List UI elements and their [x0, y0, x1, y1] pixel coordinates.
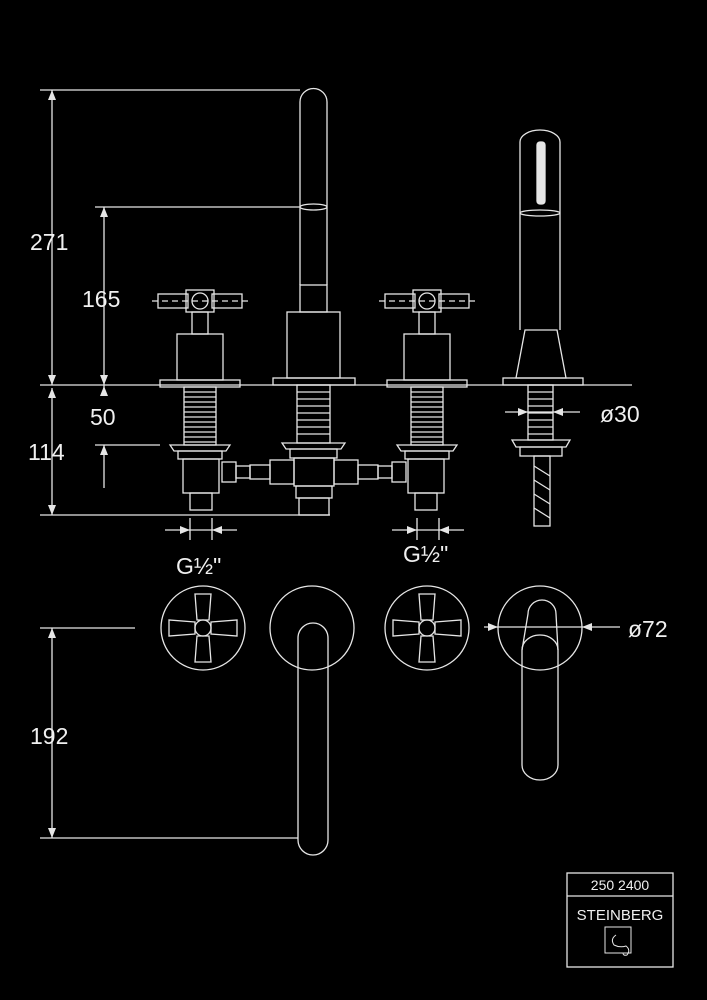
- dim-label-thread-right: G½": [403, 541, 448, 567]
- dimension-192: [40, 627, 298, 839]
- hand-shower-side-view: [502, 129, 584, 527]
- brand-logo-icon: [604, 926, 632, 956]
- dim-label-192: 192: [30, 723, 68, 749]
- brand-name: STEINBERG: [577, 907, 664, 924]
- right-valve-side-view: [378, 289, 476, 511]
- dim-label-165: 165: [82, 286, 120, 312]
- dimension-165: [95, 206, 300, 385]
- left-valve-side-view: [151, 289, 249, 511]
- dimension-thread-right: [392, 518, 464, 540]
- dimension-o72: [484, 623, 620, 631]
- dimension-o30: [505, 408, 580, 416]
- spout-side-view: [221, 87, 407, 516]
- dim-label-114: 114: [28, 439, 65, 465]
- hand-shower-top-view: [497, 585, 583, 781]
- dim-label-o30: ø30: [600, 401, 640, 427]
- dim-label-50: 50: [90, 404, 116, 430]
- title-block: 250 2400 STEINBERG: [566, 872, 674, 968]
- dim-label-o72: ø72: [628, 616, 668, 642]
- spout-top-view: [269, 585, 355, 856]
- dimension-271: [40, 89, 300, 385]
- left-valve-top-view: [160, 585, 246, 671]
- article-number: 250 2400: [591, 877, 650, 893]
- dim-label-thread-left: G½": [176, 553, 221, 579]
- dimension-50: [95, 385, 160, 488]
- right-valve-top-view: [384, 585, 470, 671]
- dimension-114: [40, 388, 330, 516]
- dimension-thread-left: [165, 518, 237, 540]
- dim-label-271: 271: [30, 229, 68, 255]
